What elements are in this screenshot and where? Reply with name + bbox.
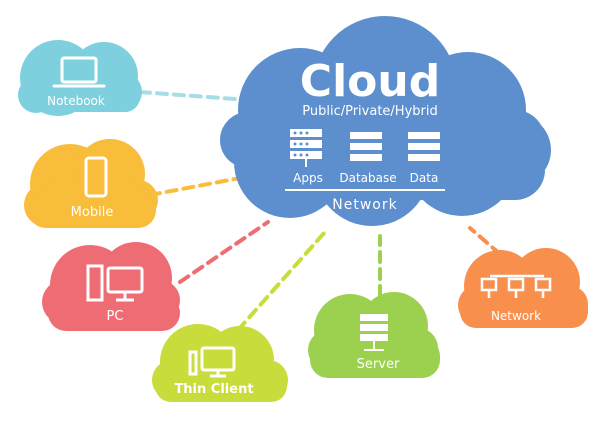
client-label-thin-client: Thin Client [174,382,253,397]
client-cloud-notebook: Notebook [18,40,142,116]
database-icon [350,132,382,161]
main-cloud-shape [220,16,551,226]
client-label-notebook: Notebook [47,94,105,108]
cloud-subtitle: Public/Private/Hybrid [302,104,437,119]
main-cloud: Cloud Public/Private/Hybrid Apps Databas… [220,16,551,226]
client-label-server: Server [357,357,400,372]
connector-pc [178,220,270,284]
network-topology-icon [480,274,552,298]
connector-mobile [148,176,242,197]
monitor-icon [188,346,236,378]
client-label-network: Network [491,309,541,323]
client-label-pc: PC [107,309,124,324]
mobile-phone-icon [84,156,108,198]
client-cloud-server: Server [308,292,440,378]
client-label-mobile: Mobile [71,205,114,220]
connector-thin-client [236,230,327,332]
client-cloud-thin-client: Thin Client [152,324,288,402]
laptop-icon [52,56,106,88]
connectors [138,90,502,332]
cloud-title: Cloud [300,56,440,107]
client-cloud-pc: PC [42,242,180,331]
network-label: Network [332,197,397,213]
item-label-database: Database [339,171,396,185]
data-storage-icon [408,132,440,161]
connector-notebook [138,90,250,102]
connector-network [468,226,502,256]
apps-rack-icon [290,129,322,167]
client-cloud-mobile: Mobile [24,139,158,228]
server-rack-icon [360,314,388,351]
item-label-data: Data [410,171,439,185]
client-cloud-network: Network [458,248,588,328]
desktop-pc-icon [86,264,144,302]
item-label-apps: Apps [293,171,323,185]
